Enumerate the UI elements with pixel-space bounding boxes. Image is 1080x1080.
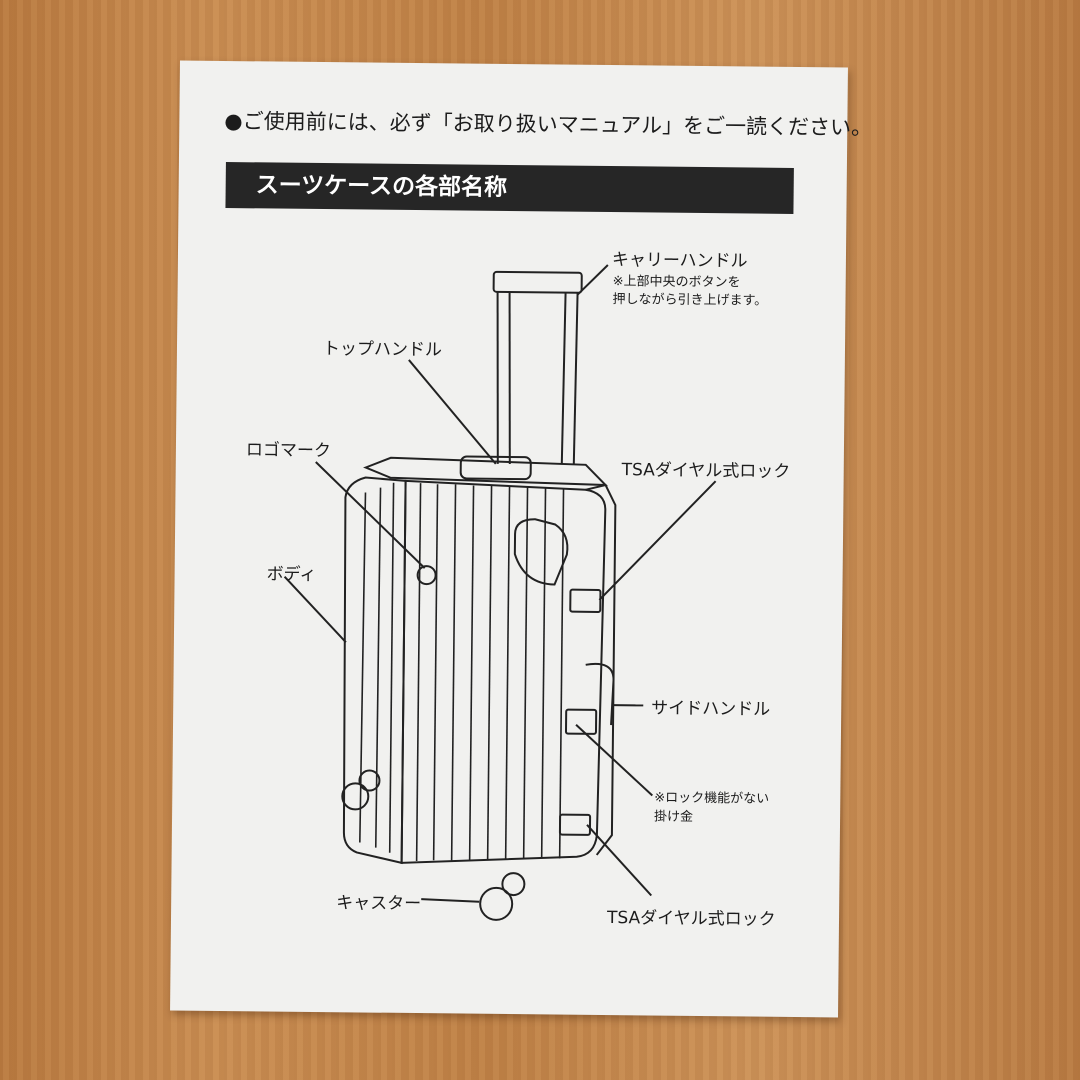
label-caster: キャスター [336,893,422,915]
manual-page: ●ご使用前には、必ず「お取り扱いマニュアル」をご一読ください。 スーツケースの各… [170,60,872,1018]
suitcase-diagram [283,264,717,921]
label-tsa-lock-bottom: TSAダイヤル式ロック [606,908,776,930]
note-latch-1: ※ロック機能がない [654,790,770,807]
label-side-handle: サイドハンドル [651,698,771,720]
label-logo-mark: ロゴマーク [245,440,332,462]
note-carry-handle-1: ※上部中央のボタンを [612,274,741,291]
note-carry-handle-2: 押しながら引き上げます。 [612,292,768,309]
note-latch-2: 掛け金 [654,809,694,825]
label-top-handle: トップハンドル [322,339,443,361]
label-tsa-lock-top: TSAダイヤル式ロック [621,460,791,482]
label-carry-handle: キャリーハンドル [611,250,748,272]
label-body: ボディ [266,564,317,585]
